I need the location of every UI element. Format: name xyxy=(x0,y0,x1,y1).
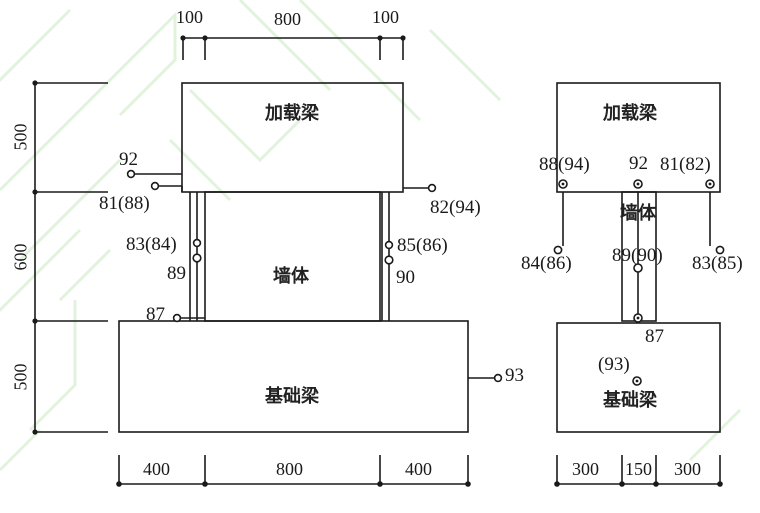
sec-label-89-90: 89(90) xyxy=(612,245,663,266)
elev-gauge-90 xyxy=(384,255,394,265)
elev-dim-bot-400-right: 400 xyxy=(405,459,432,479)
sec-label-88-94: 88(94) xyxy=(539,154,590,175)
sec-label-92: 92 xyxy=(629,153,648,174)
elev-label-81-88: 81(88) xyxy=(99,193,150,214)
elev-dim-top-100-left: 100 xyxy=(176,7,203,27)
elev-gauge-93 xyxy=(493,373,503,383)
sec-foundation-beam-label: 基础梁 xyxy=(603,390,657,411)
sec-gauge-81-82 xyxy=(705,179,715,189)
elev-gauge-87 xyxy=(172,313,182,323)
elev-foundation-beam-label: 基础梁 xyxy=(265,386,319,407)
elev-label-87: 87 xyxy=(146,304,165,325)
sec-label-84-86: 84(86) xyxy=(521,253,572,274)
elev-label-85-86: 85(86) xyxy=(397,235,448,256)
sec-gauge-92 xyxy=(633,179,643,189)
elev-gauge-85-86 xyxy=(384,240,394,250)
elev-label-83-84: 83(84) xyxy=(126,234,177,255)
sec-label-81-82: 81(82) xyxy=(660,154,711,175)
sec-gauge-93 xyxy=(632,376,642,386)
elev-label-92: 92 xyxy=(119,149,138,170)
sec-label-87: 87 xyxy=(645,326,664,347)
elev-dim-left-500-bot: 500 xyxy=(10,363,31,391)
elev-foundation-beam xyxy=(118,320,469,433)
elev-label-93: 93 xyxy=(505,365,524,386)
elev-wall xyxy=(204,191,381,322)
elev-dim-top-800: 800 xyxy=(274,9,301,29)
sec-gauge-88-94 xyxy=(558,179,568,189)
sec-gauge-84-86 xyxy=(553,245,563,255)
elev-gauge-82-94 xyxy=(427,183,437,193)
sec-loading-beam-label: 加载梁 xyxy=(603,103,657,124)
elev-gauge-89 xyxy=(192,253,202,263)
elev-dim-bot-800: 800 xyxy=(276,459,303,479)
elev-dim-left-500-top: 500 xyxy=(10,123,31,151)
sec-label-83-85: 83(85) xyxy=(692,253,743,274)
elev-gauge-92 xyxy=(126,169,136,179)
sec-dim-bot-300-right: 300 xyxy=(674,459,701,479)
elev-label-90: 90 xyxy=(396,267,415,288)
sec-dim-bot-150: 150 xyxy=(625,459,652,479)
elev-dim-left-600: 600 xyxy=(10,243,31,271)
elev-gauge-81-88 xyxy=(150,181,160,191)
elev-label-89: 89 xyxy=(167,263,186,284)
sec-loading-beam xyxy=(556,82,721,193)
elev-loading-beam xyxy=(181,82,404,193)
sec-wall-label: 墙体 xyxy=(620,203,656,224)
sec-gauge-89-90 xyxy=(633,263,643,273)
elev-gauge-83-84 xyxy=(192,238,202,248)
elev-label-82-94: 82(94) xyxy=(430,197,481,218)
elev-dim-top-100-right: 100 xyxy=(372,7,399,27)
sec-gauge-83-85 xyxy=(715,245,725,255)
elev-wall-label: 墙体 xyxy=(273,266,309,287)
sec-dim-bot-300-left: 300 xyxy=(572,459,599,479)
sec-label-93: (93) xyxy=(598,354,630,375)
elev-dim-bot-400-left: 400 xyxy=(143,459,170,479)
sec-gauge-87 xyxy=(633,313,643,323)
elev-loading-beam-label: 加载梁 xyxy=(265,103,319,124)
